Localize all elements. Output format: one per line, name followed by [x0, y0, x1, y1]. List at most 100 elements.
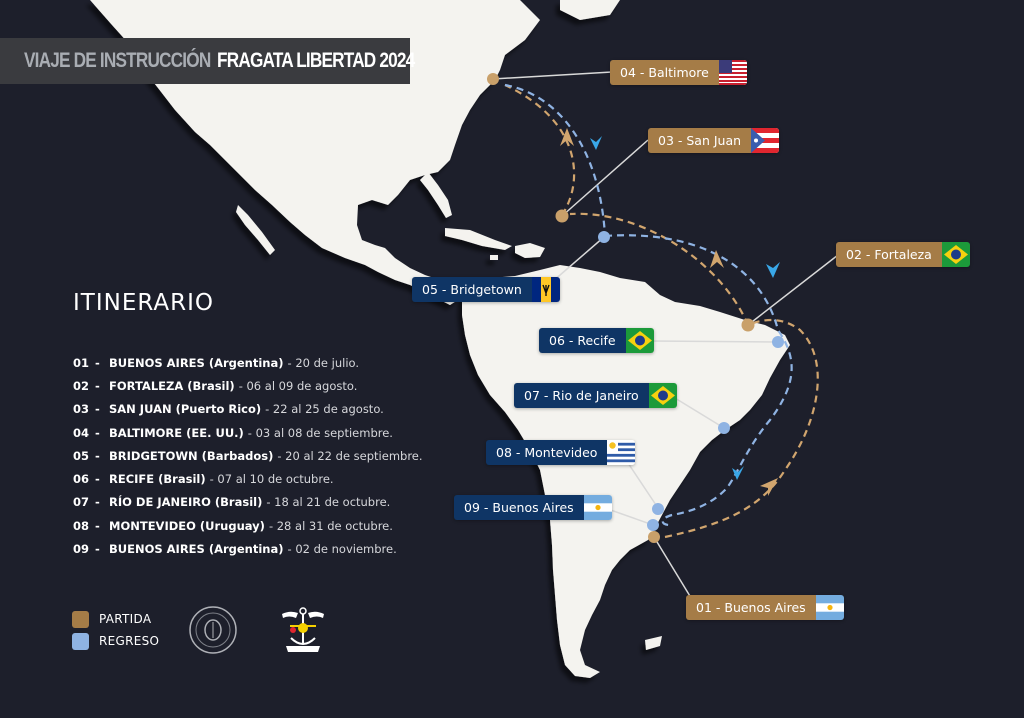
item-date: - 03 al 08 de septiembre.	[247, 425, 393, 440]
partida-swatch	[72, 610, 89, 628]
barbados-flag-icon	[531, 277, 560, 302]
puerto-rico-flag-icon	[751, 128, 780, 153]
item-date: - 20 al 22 de septiembre.	[277, 448, 423, 463]
item-place: RECIFE (Brasil)	[109, 472, 206, 487]
dot-san-juan	[555, 209, 569, 223]
label-text: 06 - Recife	[539, 328, 626, 353]
item-number: 04	[73, 425, 90, 440]
item-place: BALTIMORE (EE. UU.)	[109, 425, 244, 440]
regreso-route	[504, 83, 793, 527]
dot-buenos-aires-return	[647, 519, 659, 531]
itinerary-item: 07-RÍO DE JANEIRO (Brasil)- 18 al 21 de …	[73, 491, 423, 514]
ministerio-de-defensa-seal-icon	[189, 606, 237, 654]
dot-bridgetown	[598, 231, 610, 243]
south-america-landmass	[462, 265, 790, 678]
regreso-swatch	[72, 632, 89, 650]
item-number: 07	[73, 495, 90, 510]
brazil-flag-icon	[648, 383, 677, 408]
itinerary-item: 03-SAN JUAN (Puerto Rico)- 22 al 25 de a…	[73, 398, 423, 421]
title-part-2: FRAGATA LIBERTAD 2024	[217, 49, 415, 72]
brazil-flag-icon	[625, 328, 654, 353]
dot-rio	[718, 422, 730, 434]
item-separator: -	[95, 355, 100, 370]
item-separator: -	[95, 402, 100, 417]
itinerary-item: 06-RECIFE (Brasil)- 07 al 10 de octubre.	[73, 467, 423, 490]
item-date: - 22 al 25 de agosto.	[265, 402, 384, 417]
label-text: 07 - Rio de Janeiro	[514, 383, 649, 408]
route-arrows	[560, 128, 780, 496]
item-place: BUENOS AIRES (Argentina)	[109, 355, 284, 370]
label-text: 08 - Montevideo	[486, 440, 608, 465]
argentina-flag-icon	[815, 595, 844, 620]
map-label-san-juan: 03 - San Juan	[648, 128, 780, 153]
item-place: BUENOS AIRES (Argentina)	[109, 542, 284, 557]
item-place: MONTEVIDEO (Uruguay)	[109, 518, 265, 533]
item-number: 05	[73, 448, 90, 463]
dot-baltimore	[487, 73, 499, 85]
label-text: 05 - Bridgetown	[412, 277, 532, 302]
item-date: - 06 al 09 de agosto.	[238, 378, 358, 393]
legend-label: REGRESO	[99, 634, 160, 648]
label-text: 09 - Buenos Aires	[454, 495, 584, 520]
item-place: FORTALEZA (Brasil)	[109, 378, 235, 393]
title-bar: VIAJE DE INSTRUCCIÓN FRAGATA LIBERTAD 20…	[0, 38, 415, 84]
label-text: 04 - Baltimore	[610, 60, 719, 85]
item-separator: -	[95, 425, 100, 440]
dot-montevideo	[652, 503, 664, 515]
item-number: 02	[73, 378, 90, 393]
item-separator: -	[95, 542, 100, 557]
map-label-fortaleza: 02 - Fortaleza	[836, 242, 970, 267]
map-label-bridgetown: 05 - Bridgetown	[412, 277, 560, 302]
map-label-recife: 06 - Recife	[539, 328, 654, 353]
itinerary-item: 08-MONTEVIDEO (Uruguay)- 28 al 31 de oct…	[73, 514, 423, 537]
item-place: SAN JUAN (Puerto Rico)	[109, 402, 262, 417]
label-text: 01 - Buenos Aires	[686, 595, 816, 620]
uruguay-flag-icon	[607, 440, 636, 465]
item-number: 08	[73, 518, 90, 533]
item-date: - 07 al 10 de octubre.	[209, 472, 334, 487]
item-place: BRIDGETOWN (Barbados)	[109, 448, 274, 463]
itinerary-item: 01-BUENOS AIRES (Argentina)- 20 de julio…	[73, 351, 423, 374]
itinerary-item: 09-BUENOS AIRES (Argentina)- 02 de novie…	[73, 537, 423, 560]
brazil-flag-icon	[941, 242, 970, 267]
legend-item-regreso: REGRESO	[72, 630, 159, 652]
port-dots	[487, 73, 784, 543]
itinerary-heading: ITINERARIO	[73, 290, 215, 316]
item-separator: -	[95, 472, 100, 487]
map-label-buenos-aires-return: 09 - Buenos Aires	[454, 495, 612, 520]
map-label-buenos-aires-depart: 01 - Buenos Aires	[686, 595, 844, 620]
title-part-1: VIAJE DE INSTRUCCIÓN	[24, 49, 211, 72]
item-separator: -	[95, 495, 100, 510]
item-date: - 02 de noviembre.	[287, 542, 397, 557]
item-place: RÍO DE JANEIRO (Brasil)	[109, 495, 263, 510]
dot-recife	[772, 336, 784, 348]
label-text: 02 - Fortaleza	[836, 242, 942, 267]
item-date: - 20 de julio.	[287, 355, 360, 370]
label-text: 03 - San Juan	[648, 128, 752, 153]
itinerary-item: 02-FORTALEZA (Brasil)- 06 al 09 de agost…	[73, 374, 423, 397]
legend-label: PARTIDA	[99, 612, 152, 626]
argentina-flag-icon	[583, 495, 612, 520]
item-number: 03	[73, 402, 90, 417]
itinerary-list: 01-BUENOS AIRES (Argentina)- 20 de julio…	[73, 351, 423, 561]
legend-item-partida: PARTIDA	[72, 608, 159, 630]
item-date: - 28 al 31 de octubre.	[268, 518, 393, 533]
partida-route	[504, 84, 819, 539]
armada-argentina-emblem-icon	[282, 607, 324, 652]
label-connector-lines	[492, 71, 839, 607]
item-separator: -	[95, 378, 100, 393]
item-separator: -	[95, 518, 100, 533]
usa-flag-icon	[718, 60, 747, 85]
map-label-rio-de-janeiro: 07 - Rio de Janeiro	[514, 383, 677, 408]
itinerary-item: 04-BALTIMORE (EE. UU.)- 03 al 08 de sept…	[73, 421, 423, 444]
legend: PARTIDA REGRESO	[72, 608, 159, 652]
item-number: 06	[73, 472, 90, 487]
page-title: VIAJE DE INSTRUCCIÓN FRAGATA LIBERTAD 20…	[24, 49, 415, 73]
dot-fortaleza	[741, 318, 755, 332]
itinerary-item: 05-BRIDGETOWN (Barbados)- 20 al 22 de se…	[73, 444, 423, 467]
map-label-montevideo: 08 - Montevideo	[486, 440, 636, 465]
dot-buenos-aires-depart	[648, 531, 660, 543]
item-number: 01	[73, 355, 90, 370]
map-label-baltimore: 04 - Baltimore	[610, 60, 747, 85]
item-separator: -	[95, 448, 100, 463]
